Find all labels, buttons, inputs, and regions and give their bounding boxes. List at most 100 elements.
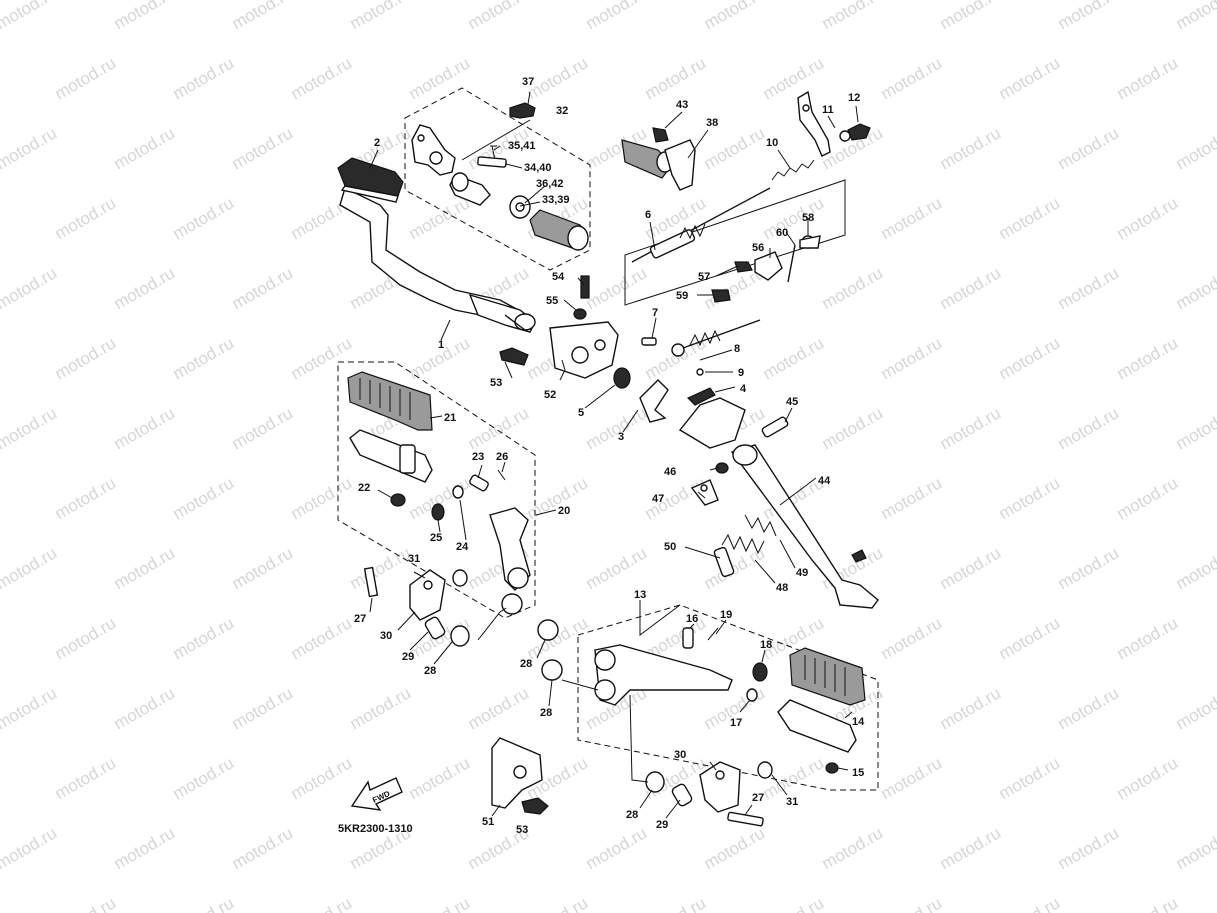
watermark-text: motod.ru (229, 123, 297, 173)
pipe-50 (713, 546, 735, 578)
watermark-text: motod.ru (878, 753, 946, 803)
watermark-text: motod.ru (229, 0, 297, 33)
collar-29b (671, 783, 693, 807)
callout-51: 51 (482, 816, 494, 828)
callout-18: 18 (760, 639, 772, 651)
watermark-text: motod.ru (1055, 0, 1123, 33)
watermark-text: motod.ru (642, 53, 710, 103)
bolt-12 (839, 123, 871, 142)
watermark-text: motod.ru (288, 473, 356, 523)
watermark-text: motod.ru (701, 543, 769, 593)
bolt-37 (509, 102, 536, 119)
watermark-text: motod.ru (52, 753, 120, 803)
watermark-text: motod.ru (111, 0, 179, 33)
watermark-text: motod.ru (996, 473, 1064, 523)
watermark-text: motod.ru (111, 543, 179, 593)
watermark-text: motod.ru (583, 0, 651, 33)
watermark-text: motod.ru (406, 753, 474, 803)
watermark-text: motod.ru (0, 473, 1, 523)
clip-9 (696, 368, 704, 376)
watermark-text: motod.ru (937, 823, 1005, 873)
watermark-text: motod.ru (170, 193, 238, 243)
bolt-27b (727, 811, 764, 827)
watermark-text: motod.ru (347, 543, 415, 593)
bushing-28d (645, 771, 665, 793)
callout-49: 49 (796, 567, 808, 579)
watermark-text: motod.ru (1173, 0, 1217, 33)
watermark-text: motod.ru (1173, 823, 1217, 873)
watermark-text: motod.ru (229, 403, 297, 453)
callout-labels: 1 2 3 4 5 6 7 8 9 10 11 12 13 14 15 16 1… (354, 76, 865, 836)
watermark-text: motod.ru (111, 123, 179, 173)
bolt-53b (521, 797, 549, 815)
watermark-text: motod.ru (937, 683, 1005, 733)
washer-17 (746, 688, 758, 702)
callout-28b: 28 (520, 658, 532, 670)
watermark-text: motod.ru (1114, 753, 1182, 803)
spring-5 (613, 367, 631, 389)
bracket-13 (594, 644, 733, 706)
spring-10 (771, 159, 815, 181)
watermark-text: motod.ru (583, 263, 651, 313)
bolt-57 (734, 261, 753, 273)
watermark-text: motod.ru (996, 53, 1064, 103)
watermark-text: motod.ru (1055, 123, 1123, 173)
callout-23: 23 (472, 451, 484, 463)
watermark-text: motod.ru (465, 403, 533, 453)
watermark-text: motod.ru (111, 683, 179, 733)
pin-19 (707, 627, 719, 641)
watermark-text: motod.ru (52, 613, 120, 663)
watermark-text: motod.ru (347, 683, 415, 733)
watermark-text: motod.ru (229, 263, 297, 313)
bolt-54 (580, 275, 590, 299)
callout-30b: 30 (674, 749, 686, 761)
shaft-34 (477, 156, 507, 168)
watermark-text: motod.ru (937, 543, 1005, 593)
watermark-text: motod.ru (170, 893, 238, 913)
group-frame-cable (624, 179, 846, 306)
watermark-text: motod.ru (878, 893, 946, 913)
watermark-text: motod.ru (229, 823, 297, 873)
group-outline-20 (337, 361, 536, 619)
callout-6: 6 (645, 209, 651, 221)
bushing-28a (450, 625, 470, 647)
plate-30b (699, 761, 741, 813)
pin-16 (682, 627, 694, 649)
nut-22 (390, 493, 406, 507)
callout-59: 59 (676, 290, 688, 302)
callout-33: 33,39 (542, 194, 570, 206)
fwd-arrow-icon: FWD (350, 777, 403, 811)
callout-35: 35,41 (508, 140, 536, 152)
watermark-text: motod.ru (170, 753, 238, 803)
watermark-text: motod.ru (0, 53, 1, 103)
callout-4: 4 (740, 383, 747, 395)
bracket-51 (491, 737, 543, 809)
callout-13: 13 (634, 589, 646, 601)
watermark-text: motod.ru (1114, 53, 1182, 103)
footrest-38 (621, 139, 696, 191)
watermark-text: motod.ru (465, 683, 533, 733)
callout-46: 46 (664, 466, 676, 478)
callout-50: 50 (664, 541, 676, 553)
callout-32: 32 (556, 105, 568, 117)
callout-28a: 28 (424, 665, 436, 677)
pin-60 (787, 244, 796, 283)
watermark-text: motod.ru (288, 613, 356, 663)
callout-17: 17 (730, 717, 742, 729)
watermark-text: motod.ru (1173, 123, 1217, 173)
callout-30a: 30 (380, 630, 392, 642)
watermark-text: motod.ru (406, 193, 474, 243)
watermark-text: motod.ru (0, 683, 60, 733)
callout-45: 45 (786, 396, 798, 408)
rubber-33 (529, 209, 589, 251)
callout-57: 57 (698, 271, 710, 283)
watermark-text: motod.ru (52, 473, 120, 523)
callout-48: 48 (776, 582, 788, 594)
clip-58 (799, 235, 821, 249)
watermark-text: motod.ru (937, 0, 1005, 33)
watermark-text: motod.ru (1173, 543, 1217, 593)
collar-29a (424, 616, 446, 640)
callout-1: 1 (438, 339, 444, 351)
watermark-text: motod.ru (937, 123, 1005, 173)
